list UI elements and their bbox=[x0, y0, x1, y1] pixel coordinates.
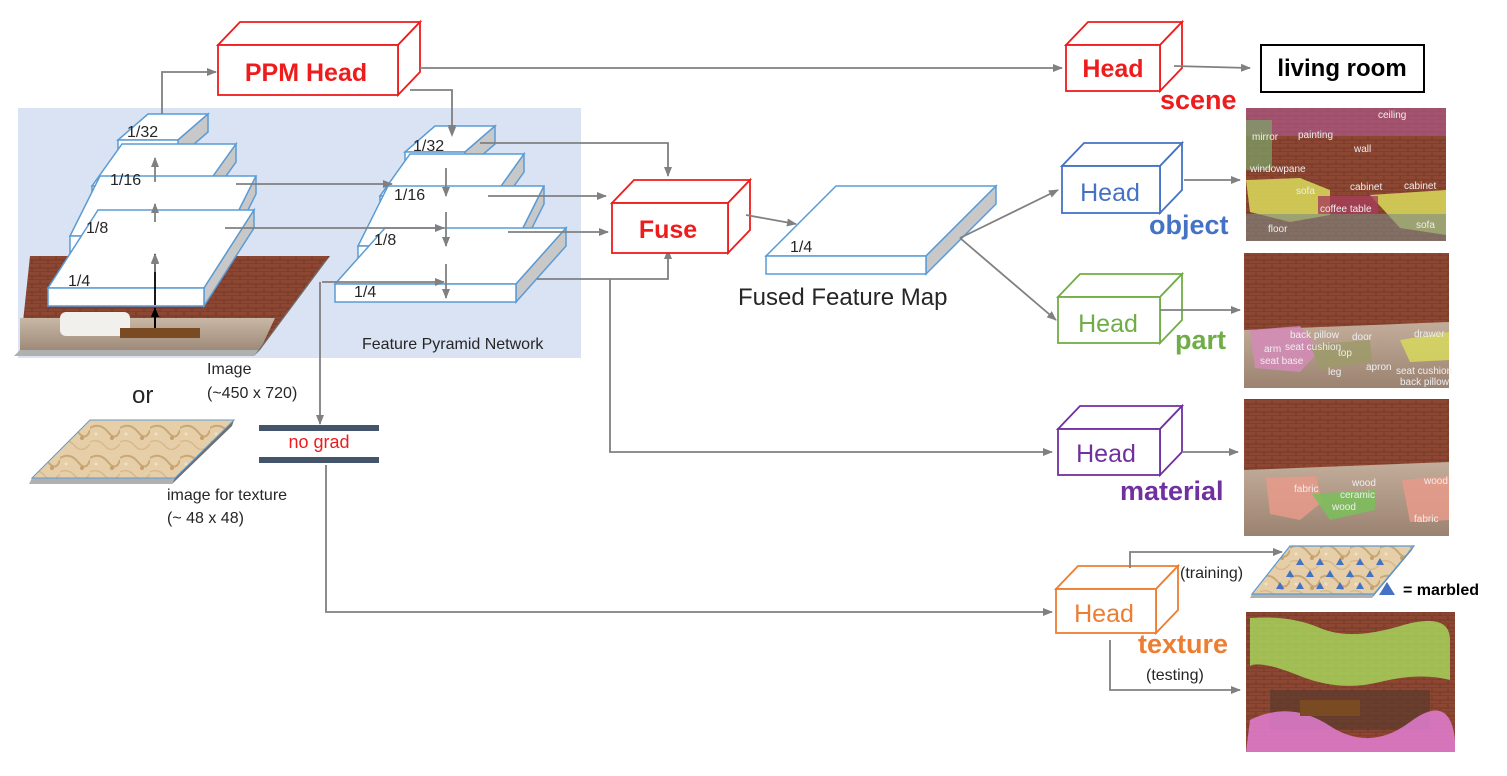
head-task-label: object bbox=[1149, 210, 1229, 240]
material-segmentation-image: fabric wood ceramic wood wood fabric bbox=[1244, 399, 1449, 536]
object-seg-label: floor bbox=[1268, 224, 1288, 235]
head-box-scene bbox=[1063, 19, 1185, 94]
head-label: Head bbox=[1078, 310, 1138, 338]
part-seg-label: door bbox=[1352, 332, 1373, 343]
ppm-arrows bbox=[410, 64, 1063, 137]
marbled-triangle-markers bbox=[1276, 558, 1384, 589]
object-seg-label: mirror bbox=[1252, 132, 1279, 143]
texture-input-image bbox=[29, 419, 236, 484]
object-seg-label: windowpane bbox=[1249, 164, 1306, 175]
texture-size-label: (~ 48 x 48) bbox=[167, 510, 244, 527]
head-task-label: part bbox=[1175, 325, 1226, 355]
backbone-scale-label: 1/32 bbox=[127, 124, 158, 141]
texture-training-image bbox=[1250, 545, 1416, 598]
head-label: Head bbox=[1074, 600, 1134, 628]
fpn-arrows bbox=[225, 142, 1053, 456]
head-box-material bbox=[1055, 403, 1185, 478]
material-seg-label: wood bbox=[1423, 476, 1448, 487]
part-seg-label: apron bbox=[1366, 362, 1392, 373]
training-label: (training) bbox=[1180, 565, 1243, 582]
backbone-scale-label: 1/16 bbox=[110, 172, 141, 189]
object-seg-label: ceiling bbox=[1378, 110, 1406, 121]
object-segmentation-image: ceiling mirror painting wall windowpane … bbox=[1246, 108, 1446, 241]
fpn-scale-label: 1/32 bbox=[413, 138, 444, 155]
fpn-label: Feature Pyramid Network bbox=[362, 336, 544, 353]
head-box-object bbox=[1059, 140, 1185, 216]
object-seg-label: sofa bbox=[1296, 186, 1315, 197]
object-seg-label: sofa bbox=[1416, 220, 1435, 231]
fuse-to-map-arrow bbox=[745, 214, 797, 227]
nograd-bar-top bbox=[259, 425, 379, 431]
head-label: Head bbox=[1080, 179, 1140, 207]
material-seg-label: fabric bbox=[1294, 484, 1318, 495]
scene-output-box bbox=[1260, 44, 1425, 93]
marbled-legend-icon bbox=[1379, 582, 1395, 595]
backbone-scale-label: 1/4 bbox=[68, 273, 90, 290]
fpn-scale-label: 1/16 bbox=[394, 187, 425, 204]
backbone-layer-1-4 bbox=[46, 207, 256, 309]
ppm-head-label: PPM Head bbox=[245, 59, 367, 87]
backbone-up-arrows bbox=[151, 68, 217, 305]
fpn-scale-label: 1/4 bbox=[354, 284, 376, 301]
object-seg-label: cabinet bbox=[1404, 181, 1436, 192]
fused-feature-map bbox=[764, 184, 998, 276]
part-seg-label: arm bbox=[1264, 344, 1281, 355]
part-seg-label: top bbox=[1338, 348, 1352, 359]
fpn-layers bbox=[333, 124, 568, 304]
head-task-label: material bbox=[1120, 476, 1224, 506]
nograd-to-texture-head-arrow bbox=[325, 465, 1053, 616]
backbone-layers bbox=[46, 112, 258, 309]
fpn-scale-label: 1/8 bbox=[374, 232, 396, 249]
object-seg-label: painting bbox=[1298, 130, 1333, 141]
head-label: Head bbox=[1076, 440, 1136, 468]
scene-output-label: living room bbox=[1277, 55, 1406, 82]
texture-image-label: image for texture bbox=[167, 487, 287, 504]
part-seg-label: drawer bbox=[1414, 329, 1445, 340]
fuse-box bbox=[609, 177, 753, 256]
nograd-bar-bottom bbox=[259, 457, 379, 463]
part-seg-label: leg bbox=[1328, 367, 1341, 378]
image-label: Image bbox=[207, 361, 252, 378]
material-seg-label: fabric bbox=[1414, 514, 1438, 525]
nograd-label: no grad bbox=[288, 432, 349, 452]
fused-map-label: Fused Feature Map bbox=[738, 284, 947, 311]
map-to-heads-arrows bbox=[959, 189, 1059, 321]
part-seg-label: back pillow bbox=[1290, 330, 1340, 341]
head-output-arrows bbox=[1109, 63, 1283, 694]
part-seg-label: seat cushion bbox=[1396, 366, 1452, 377]
head-box-part bbox=[1055, 271, 1185, 346]
head-box-texture bbox=[1053, 563, 1181, 636]
object-seg-label: coffee table bbox=[1320, 204, 1372, 215]
part-seg-label: seat cushion bbox=[1285, 342, 1341, 353]
marbled-legend-label: = marbled bbox=[1403, 582, 1479, 599]
material-seg-label: wood bbox=[1331, 502, 1356, 513]
or-label: or bbox=[132, 382, 153, 409]
part-segmentation-image: back pillow door drawer arm seat cushion… bbox=[1244, 253, 1452, 388]
fused-map-scale: 1/4 bbox=[790, 239, 812, 256]
part-seg-label: seat base bbox=[1260, 356, 1304, 367]
object-seg-label: wall bbox=[1353, 144, 1371, 155]
part-seg-label: back pillow bbox=[1400, 377, 1450, 388]
texture-testing-image bbox=[1246, 612, 1455, 752]
head-task-label: texture bbox=[1138, 629, 1228, 659]
material-seg-label: wood bbox=[1351, 478, 1376, 489]
fuse-label: Fuse bbox=[639, 216, 697, 244]
testing-label: (testing) bbox=[1146, 667, 1204, 684]
image-size-label: (~450 x 720) bbox=[207, 385, 297, 402]
fpn-layer-1-4 bbox=[333, 226, 568, 304]
material-seg-label: ceramic bbox=[1340, 490, 1375, 501]
head-task-label: scene bbox=[1160, 85, 1237, 115]
head-label: Head bbox=[1082, 55, 1143, 83]
backbone-scale-label: 1/8 bbox=[86, 220, 108, 237]
object-seg-label: cabinet bbox=[1350, 182, 1382, 193]
ppm-head-box bbox=[215, 19, 423, 98]
